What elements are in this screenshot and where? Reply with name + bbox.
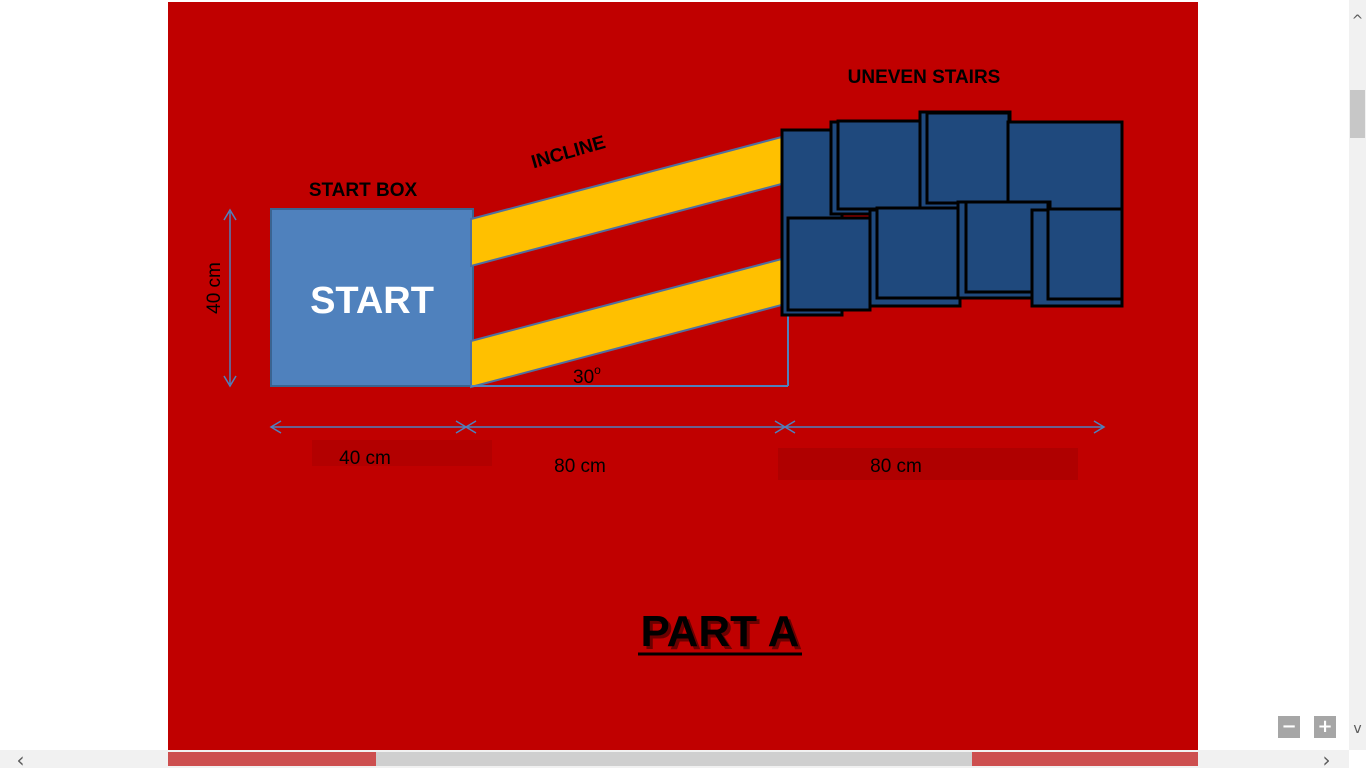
dim-start-box-label: 40 cm	[339, 448, 391, 469]
stair-block	[875, 206, 961, 300]
incline-label: INCLINE	[529, 132, 608, 173]
stair-block	[925, 111, 1011, 205]
vertical-scrollbar[interactable]	[1349, 0, 1366, 750]
dim-incline-label: 80 cm	[554, 456, 606, 477]
scroll-up-icon[interactable]: ^	[1351, 12, 1364, 29]
height-arrow-top	[223, 208, 237, 221]
vertical-scroll-thumb[interactable]	[1350, 90, 1365, 138]
start-box	[270, 208, 474, 387]
horizontal-dimensions	[269, 420, 1106, 434]
stair-block	[1046, 207, 1124, 301]
dim-arrow-left	[269, 420, 282, 434]
incline-rail-bottom	[470, 254, 794, 389]
scroll-right-icon[interactable]: ›	[1322, 747, 1331, 772]
incline-rail-top	[470, 132, 794, 268]
part-title: PART A	[641, 607, 800, 656]
start-box-label: START BOX	[309, 180, 418, 201]
uneven-stairs	[780, 110, 1124, 317]
height-label: 40 cm	[204, 262, 225, 314]
dim-arrow-2-left	[464, 420, 477, 434]
angle-label: 30o	[573, 363, 601, 388]
dim-stairs-label: 80 cm	[870, 456, 922, 477]
zoom-out-button[interactable]: −	[1278, 716, 1300, 738]
scroll-down-icon[interactable]: v	[1353, 720, 1362, 737]
scroll-left-icon[interactable]: ‹	[16, 747, 25, 772]
stair-block	[836, 119, 922, 211]
stair-block	[1006, 120, 1124, 216]
dim-shadow	[312, 440, 492, 466]
dim-arrow-3-left	[783, 420, 796, 434]
stair-block	[786, 216, 872, 312]
zoom-in-button[interactable]: +	[1314, 716, 1336, 738]
uneven-stairs-label: UNEVEN STAIRS	[848, 67, 1001, 88]
height-arrow-bottom	[223, 375, 237, 388]
start-label: START	[310, 280, 434, 322]
dim-shadow	[778, 448, 1078, 480]
dim-arrow-right	[1093, 420, 1106, 434]
horizontal-scroll-thumb[interactable]	[376, 752, 972, 766]
part-title-shadow: PART A	[644, 610, 803, 659]
